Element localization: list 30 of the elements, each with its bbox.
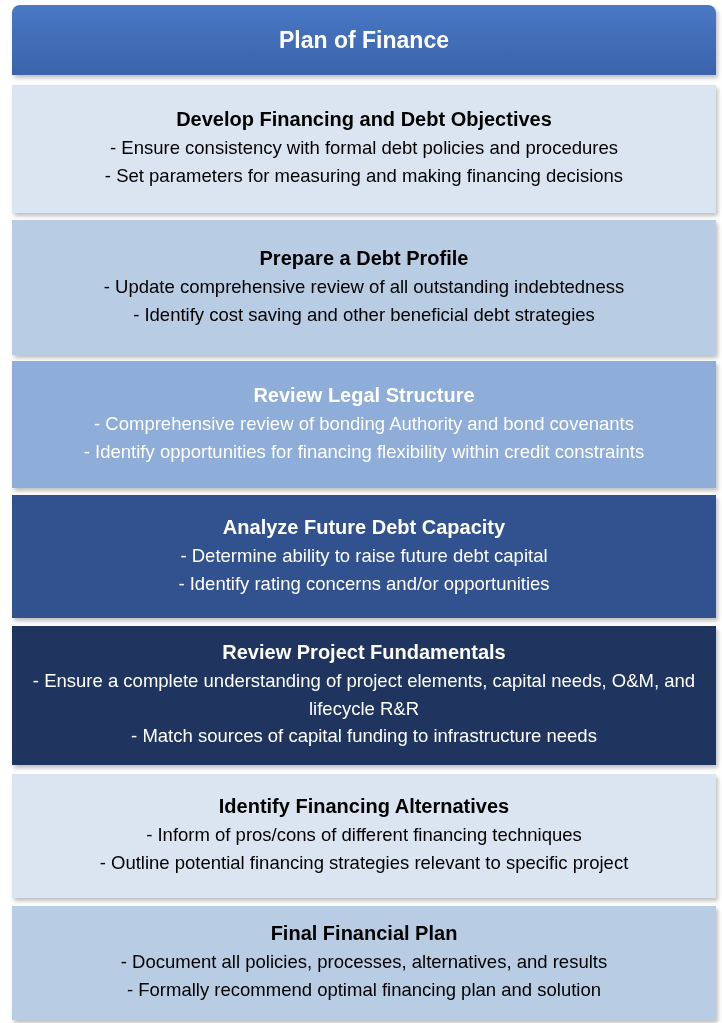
step-bullet: - Identify cost saving and other beneficial debt strategies xyxy=(133,302,595,327)
step-heading: Final Financial Plan xyxy=(270,922,458,946)
header-bar xyxy=(12,5,716,75)
step-bullet: - Match sources of capital funding to infrastructure needs xyxy=(131,724,597,749)
step-bullet: - Ensure consistency with formal debt policies and procedures xyxy=(110,136,618,161)
step-bullet: - Identify rating concerns and/or opportunities xyxy=(178,571,550,596)
step-bullet: - Determine ability to raise future debt capital xyxy=(180,543,548,568)
step-bullet: - Identify opportunities for financing flexibility within credit constraints xyxy=(83,439,645,464)
step-bullet: - Update comprehensive review of all outstanding indebtedness xyxy=(103,274,625,299)
step-band xyxy=(12,85,716,213)
step-bullet: - Set parameters for measuring and making financing decisions xyxy=(104,164,624,188)
step-bullet: - Outline potential financing strategies relevant to specific project xyxy=(99,851,629,875)
step-heading: Review Legal Structure xyxy=(253,383,475,407)
step-band xyxy=(12,220,716,355)
step-bullet: - Comprehensive review of bonding Authority and bond covenants xyxy=(94,411,634,436)
step-bullet: - Inform of pros/cons of different financing techniques xyxy=(146,823,582,848)
step-band xyxy=(12,906,716,1020)
header-title: Plan of Finance xyxy=(279,26,449,54)
step-band xyxy=(12,774,716,898)
step-band xyxy=(12,495,716,618)
step-band xyxy=(12,361,716,488)
step-heading: Prepare a Debt Profile xyxy=(259,246,469,270)
step-heading: Identify Financing Alternatives xyxy=(218,795,510,819)
step-bullet: - Formally recommend optimal financing plan and solution xyxy=(126,978,601,1002)
step-heading: Develop Financing and Debt Objectives xyxy=(176,108,552,132)
step-bullet: - Ensure a complete understanding of project elements, capital needs, O&M, and lifecycle R&R xyxy=(31,668,697,721)
step-bullet: - Document all policies, processes, alternatives, and results xyxy=(120,950,608,975)
step-heading: Review Project Fundamentals xyxy=(222,640,506,664)
step-band xyxy=(12,626,716,765)
step-heading: Analyze Future Debt Capacity xyxy=(222,515,506,539)
